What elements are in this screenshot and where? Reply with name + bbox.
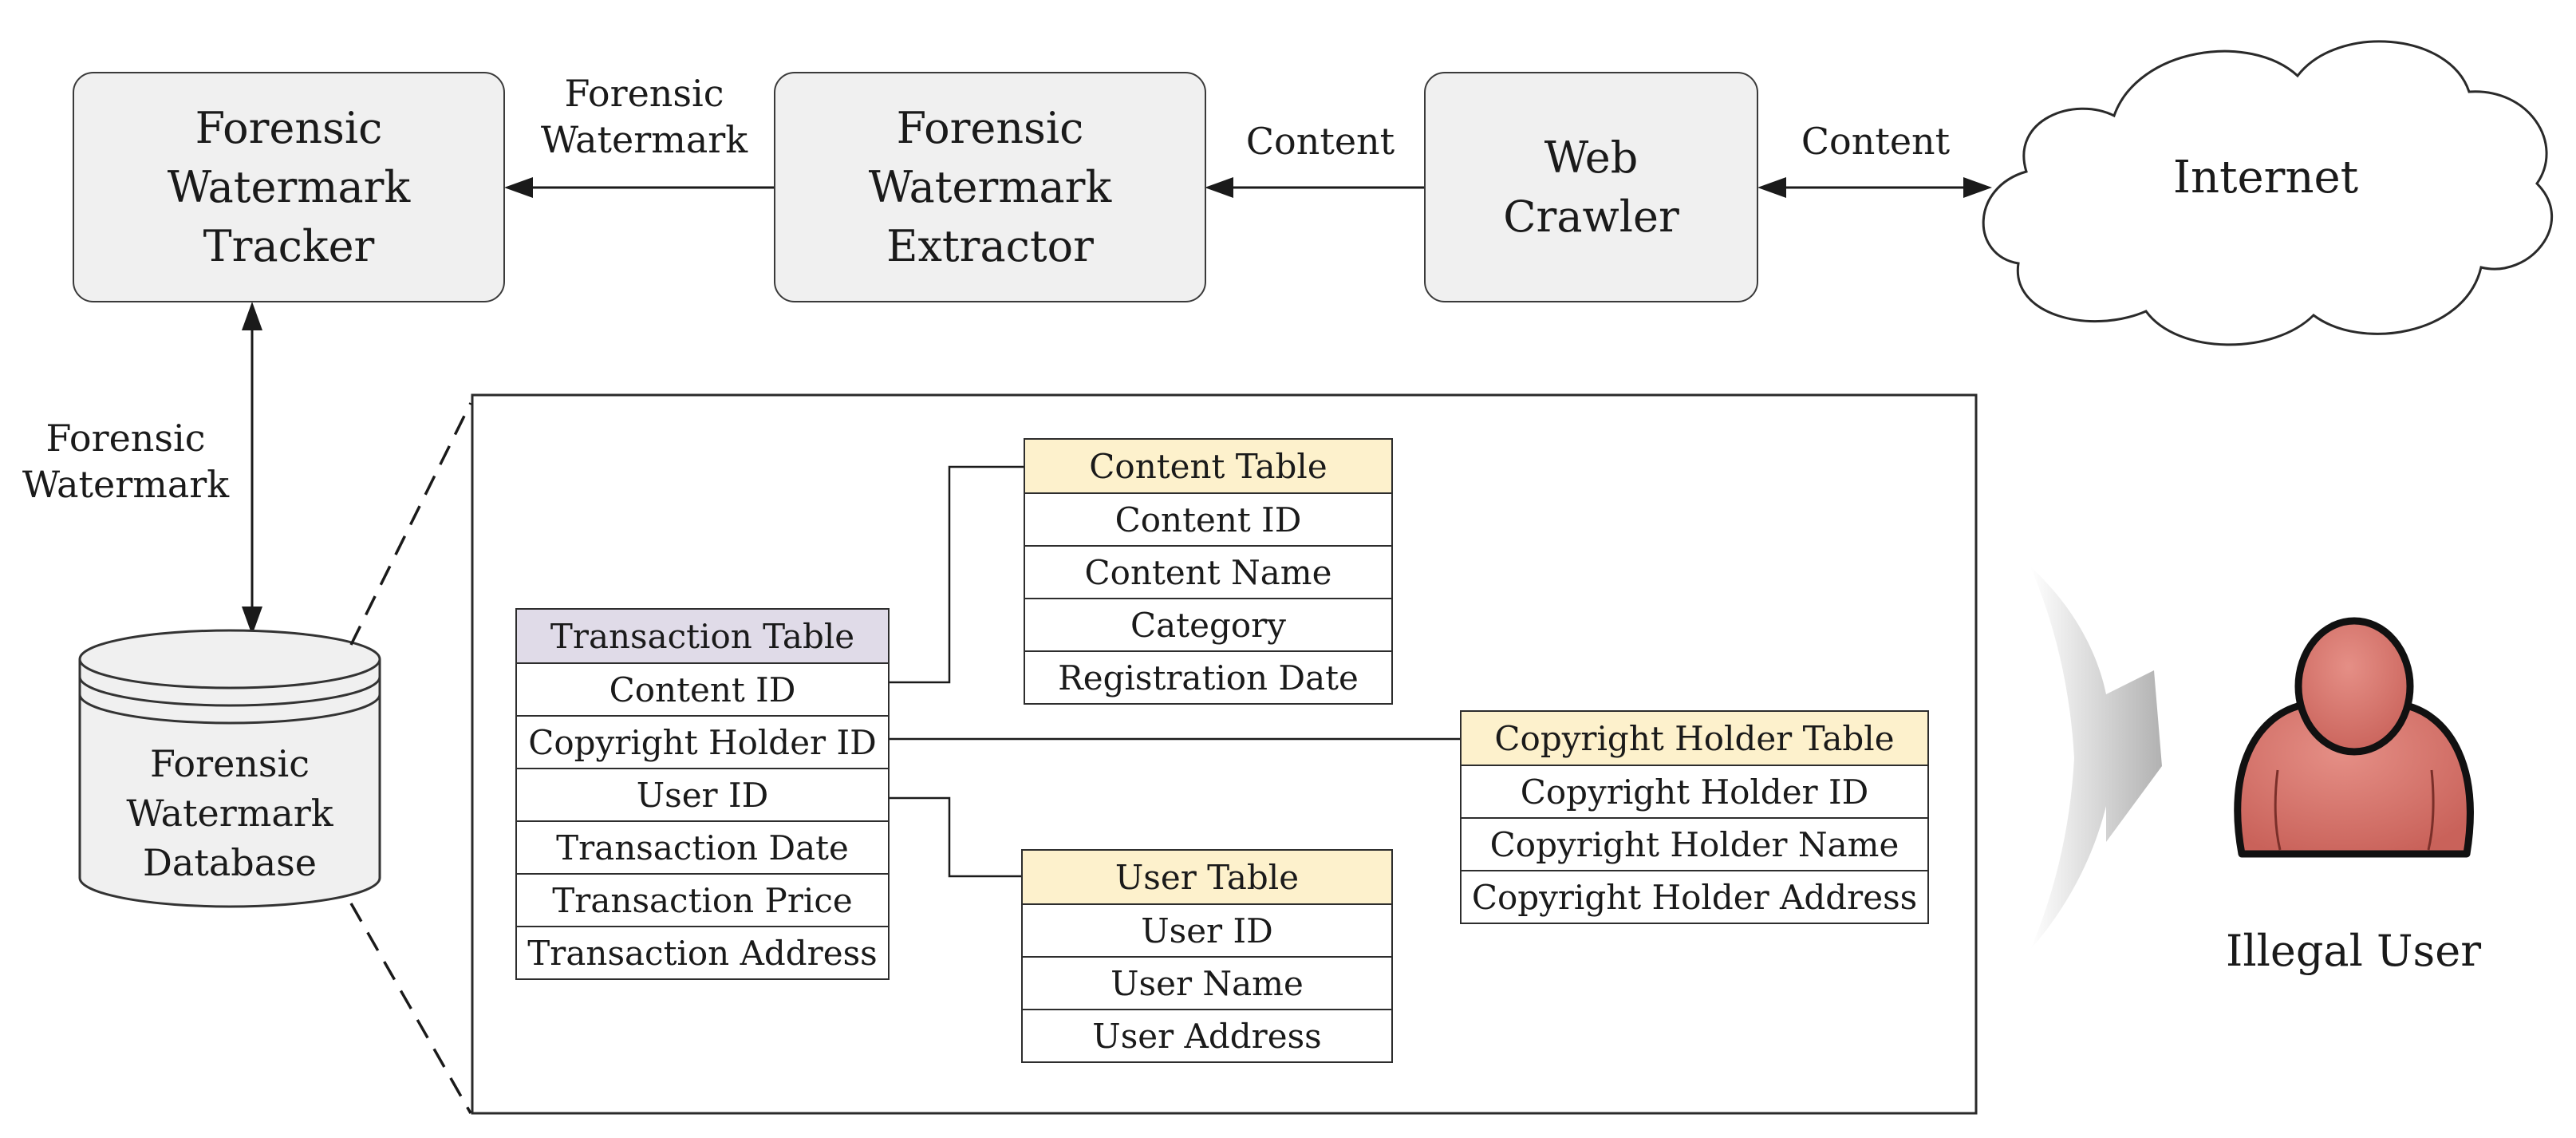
- table-field: User Name: [1023, 956, 1391, 1009]
- edge-label-extractor-to-tracker: Forensic Watermark: [540, 72, 748, 161]
- edge-label-crawler-to-extractor: Content: [1245, 120, 1395, 163]
- table-field: User ID: [517, 768, 888, 820]
- illegal-user-person-icon: [2234, 617, 2474, 858]
- internet-cloud-icon: [1982, 40, 2554, 346]
- table-field: Registration Date: [1025, 650, 1391, 703]
- zoom-line-bottom: [349, 903, 472, 1114]
- database-schema-frame: [471, 393, 1978, 1115]
- crawler-box: Web Crawler: [1424, 72, 1758, 302]
- arrow-crawler-to-extractor: [1205, 177, 1424, 198]
- table-field: Category: [1025, 598, 1391, 650]
- link-user-id: [888, 796, 1022, 878]
- table-field: Copyright Holder ID: [1462, 765, 1927, 817]
- arrow-tracker-database: [242, 302, 262, 635]
- table-field: Copyright Holder Address: [1462, 870, 1927, 923]
- table-field: Transaction Price: [517, 873, 888, 926]
- database-cylinder-icon: [78, 629, 381, 908]
- user-table-title: User Table: [1023, 851, 1391, 903]
- table-field: Transaction Address: [517, 926, 888, 978]
- transaction-table-title: Transaction Table: [517, 610, 888, 662]
- extractor-label: Forensic Watermark Extractor: [868, 102, 1112, 271]
- tracker-label: Forensic Watermark Tracker: [167, 102, 411, 271]
- edge-label-tracker-database: Forensic Watermark: [22, 417, 230, 506]
- table-field: User ID: [1023, 903, 1391, 956]
- database-label: Forensic Watermark Database: [126, 742, 333, 884]
- table-field: Content ID: [1025, 492, 1391, 545]
- table-field: Copyright Holder ID: [517, 715, 888, 768]
- content-table: Content Table Content ID Content Name Ca…: [1024, 438, 1393, 705]
- table-field: Content Name: [1025, 545, 1391, 598]
- edge-label-internet-crawler: Content: [1801, 120, 1951, 163]
- flow-arrow-icon: [2030, 567, 2162, 950]
- user-table: User Table User ID User Name User Addres…: [1021, 849, 1393, 1063]
- tracker-box: Forensic Watermark Tracker: [73, 72, 505, 302]
- copyright-holder-table-title: Copyright Holder Table: [1462, 712, 1927, 765]
- content-table-title: Content Table: [1025, 440, 1391, 492]
- crawler-label: Web Crawler: [1503, 132, 1679, 242]
- table-field: Transaction Date: [517, 820, 888, 873]
- extractor-box: Forensic Watermark Extractor: [774, 72, 1206, 302]
- arrow-extractor-to-tracker: [504, 177, 774, 198]
- internet-label: Internet: [2172, 152, 2359, 203]
- table-field: User Address: [1023, 1009, 1391, 1061]
- table-field: Content ID: [517, 662, 888, 715]
- zoom-line-top: [349, 402, 472, 646]
- illegal-user-label: Illegal User: [2225, 926, 2482, 976]
- table-field: Copyright Holder Name: [1462, 817, 1927, 870]
- arrow-internet-crawler: [1757, 177, 1992, 198]
- transaction-table: Transaction Table Content ID Copyright H…: [515, 608, 890, 980]
- link-content-id: [888, 465, 1024, 684]
- copyright-holder-table: Copyright Holder Table Copyright Holder …: [1460, 710, 1929, 924]
